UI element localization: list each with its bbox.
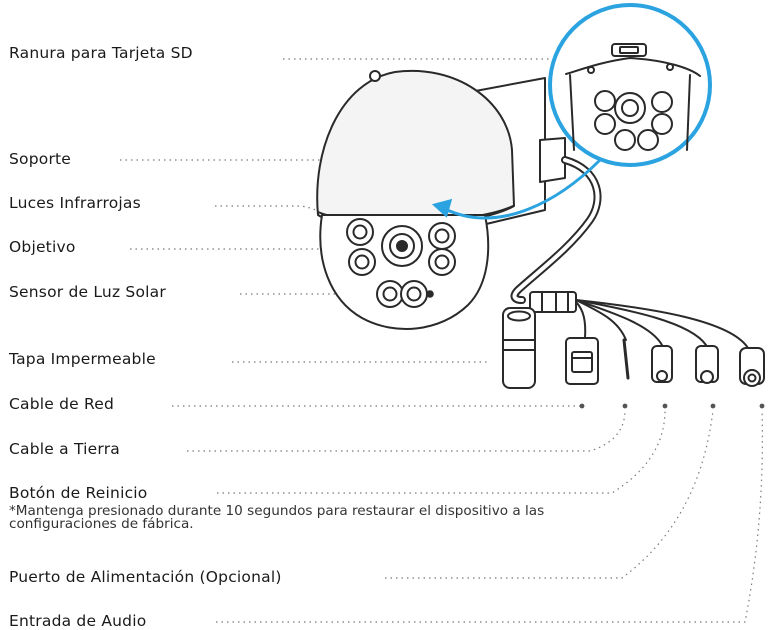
ir-light-3	[428, 222, 456, 250]
ir-light-2	[348, 248, 376, 276]
label-ground-cable: Cable a Tierra	[9, 440, 120, 458]
dot-reset	[662, 403, 668, 409]
reset-note: *Mantenga presionado durante 10 segundos…	[9, 503, 545, 532]
dot-audio	[759, 403, 765, 409]
ir-light-6	[400, 280, 428, 308]
leader-power-port	[385, 409, 714, 579]
mount-bracket	[539, 137, 566, 183]
zoom-arrow	[431, 158, 602, 220]
label-audio-input: Entrada de Audio	[9, 612, 147, 630]
leader-audio-input	[216, 409, 763, 623]
label-reset-button: Botón de Reinicio	[9, 484, 148, 502]
label-waterproof-cap: Tapa Impermeable	[9, 350, 156, 368]
leader-ir-lights	[215, 205, 331, 223]
light-sensor-dot	[426, 290, 434, 298]
label-power-port: Puerto de Alimentación (Opcional)	[9, 568, 282, 586]
dot-network	[579, 403, 585, 409]
label-ir-lights: Luces Infrarrojas	[9, 194, 141, 212]
leader-ground-cable	[187, 409, 626, 452]
lens-inner	[396, 240, 408, 252]
camera-illustration	[316, 3, 765, 389]
ground-wire	[622, 338, 630, 380]
label-sd-slot: Ranura para Tarjeta SD	[9, 44, 193, 62]
ir-light-4	[428, 248, 456, 276]
label-lens: Objetivo	[9, 238, 76, 256]
junction-box	[529, 291, 577, 313]
dot-ground	[622, 403, 628, 409]
dome-screw	[369, 70, 381, 82]
label-network-cable: Cable de Red	[9, 395, 115, 413]
label-mount: Soporte	[9, 150, 72, 168]
dot-power	[710, 403, 716, 409]
ir-light-1	[346, 218, 374, 246]
waterproof-cap	[502, 307, 536, 389]
ir-light-5	[376, 280, 404, 308]
label-light-sensor: Sensor de Luz Solar	[9, 283, 166, 301]
